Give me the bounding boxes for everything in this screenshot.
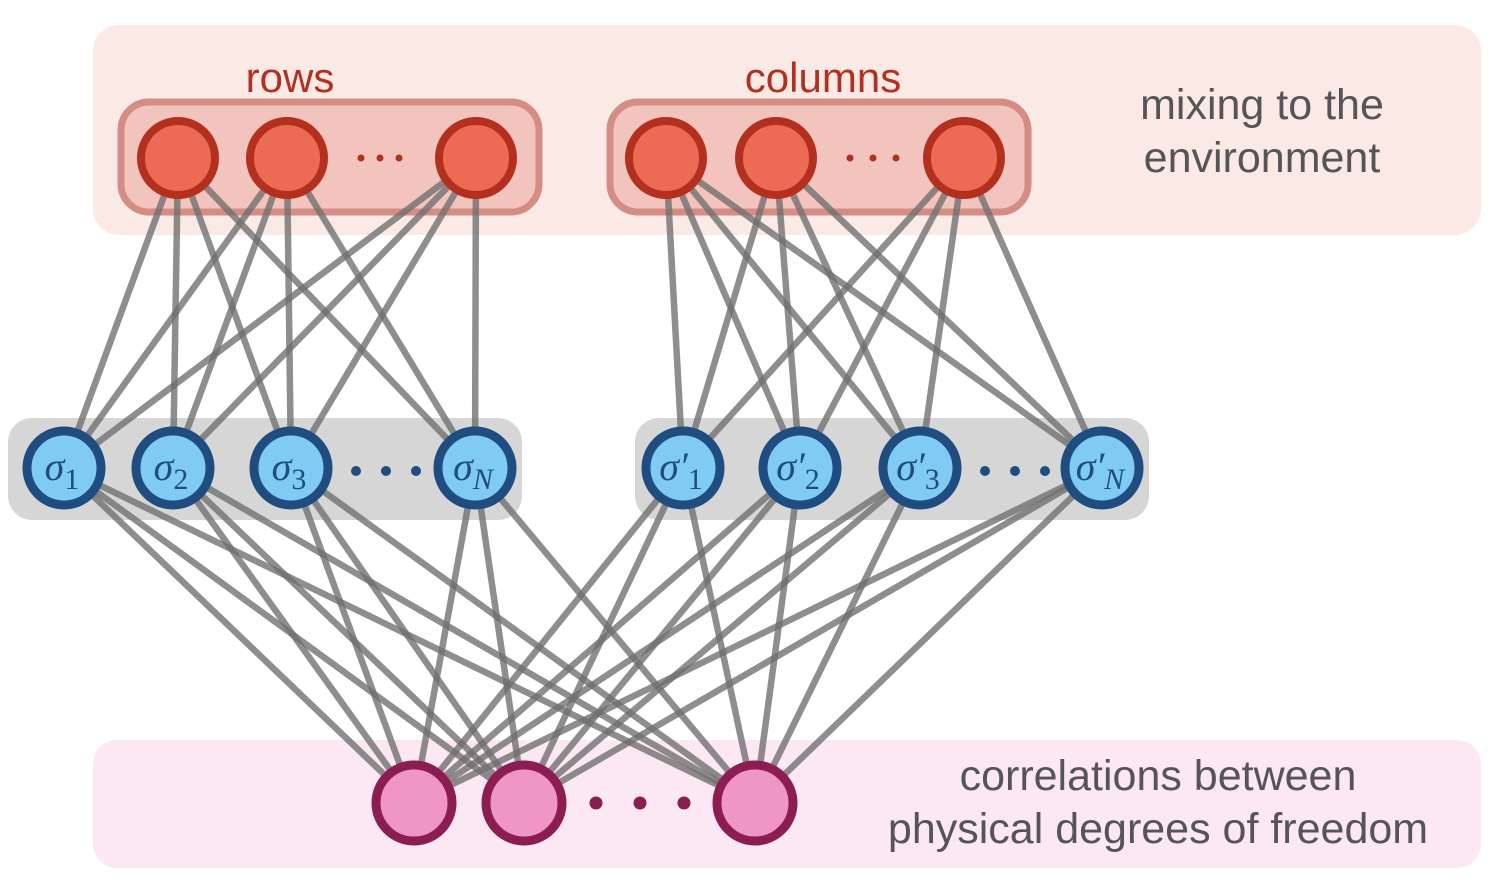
column-node	[923, 117, 1005, 199]
edge-spin-physical	[287, 464, 528, 807]
edge-spin-physical	[410, 464, 804, 807]
edge-spin-physical	[471, 464, 759, 807]
columns-label: columns	[745, 54, 901, 101]
edge-column-spin	[772, 154, 924, 472]
edge-column-spin	[662, 154, 804, 472]
spin-node-3-circle	[249, 426, 333, 510]
edge-spin-physical	[520, 464, 1106, 807]
spin-prime-node-3-circle	[878, 426, 962, 510]
columns-group-box	[606, 98, 1032, 216]
physical-caption-line1: correlations between	[960, 752, 1357, 800]
edge-spin-physical	[751, 464, 804, 807]
spin-node-2-label: σ2	[154, 444, 189, 496]
environment-nodes	[137, 117, 1005, 199]
edge-spin-physical	[287, 464, 418, 807]
ellipsis-dots-physical	[589, 796, 691, 810]
ellipsis-dots-spins	[351, 466, 1050, 476]
edge-row-spin	[169, 154, 480, 472]
ellipsis-dots	[357, 154, 900, 162]
spin-node-2-circle	[131, 426, 215, 510]
spin-node-1-circle	[22, 426, 106, 510]
edge-spin-physical	[751, 464, 1106, 807]
environment-caption-line2: environment	[1144, 134, 1381, 182]
edge-column-spin	[679, 154, 780, 472]
edge-spin-physical	[169, 464, 418, 807]
edge-row-spin	[60, 154, 182, 472]
edge-row-spin	[283, 154, 295, 472]
physical-caption-line2: physical degrees of freedom	[888, 805, 1428, 853]
rows-label: rows	[246, 54, 335, 101]
spin-prime-node-1-circle	[641, 426, 725, 510]
spin-node-4-label: σN	[453, 444, 495, 496]
edge-spin-physical	[410, 464, 1106, 807]
edge-row-spin	[60, 154, 480, 472]
edge-column-spin	[679, 154, 968, 472]
spin-prime-node-4-circle	[1060, 426, 1144, 510]
spin-prime-node-3-label: σ′3	[896, 444, 939, 496]
edge-column-spin	[662, 154, 924, 472]
physical-node	[371, 760, 457, 846]
edge-spin-physical	[169, 464, 528, 807]
column-node	[735, 117, 817, 199]
physical-nodes	[371, 760, 798, 846]
edge-spin-physical	[410, 464, 479, 807]
connection-edges	[60, 154, 1106, 807]
edge-spin-physical	[520, 464, 924, 807]
column-node	[625, 117, 707, 199]
edge-column-spin	[916, 154, 968, 472]
edge-column-spin	[960, 154, 1106, 472]
edge-column-spin	[796, 154, 968, 472]
edge-row-spin	[471, 154, 480, 472]
edge-row-spin	[174, 154, 295, 472]
spin-nodes: σ1 σ2 σ3 σN σ′1 σ′2 σ′3 σ′N	[22, 426, 1144, 510]
edge-spin-physical	[60, 464, 418, 807]
spin-node-4-circle	[433, 426, 517, 510]
row-node	[246, 117, 328, 199]
edge-spin-physical	[169, 464, 759, 807]
physical-node	[481, 760, 567, 846]
row-node	[137, 117, 219, 199]
edge-column-spin	[662, 154, 687, 472]
edge-spin-physical	[410, 464, 687, 807]
edge-spin-physical	[410, 464, 924, 807]
edge-spin-physical	[751, 464, 924, 807]
edge-column-spin	[772, 154, 804, 472]
edge-spin-physical	[471, 464, 528, 807]
edge-row-spin	[287, 154, 480, 472]
environment-caption-line1: mixing to the	[1140, 81, 1384, 129]
spin-prime-node-1-label: σ′1	[659, 444, 702, 496]
physical-node	[712, 760, 798, 846]
rows-group-box	[117, 98, 543, 216]
spin-prime-node-2-label: σ′2	[776, 444, 819, 496]
edge-row-spin	[169, 154, 291, 472]
edge-spin-physical	[287, 464, 759, 807]
spin-node-3-label: σ3	[272, 444, 307, 496]
row-node	[435, 117, 517, 199]
spin-node-1-label: σ1	[45, 444, 80, 496]
edge-row-spin	[60, 154, 291, 472]
spin-prime-node-2-circle	[758, 426, 842, 510]
spin-prime-node-4-label: σ′N	[1076, 444, 1126, 496]
